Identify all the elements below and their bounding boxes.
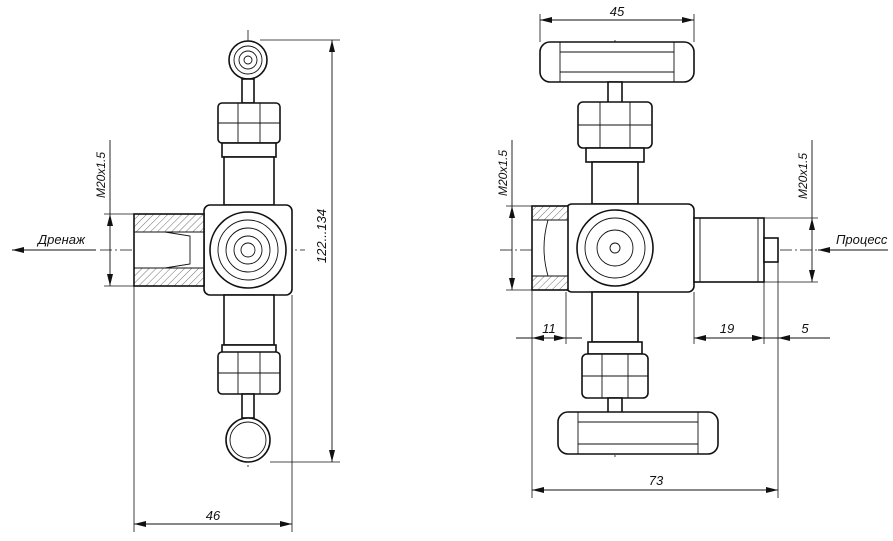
right-view: 45 M20x1.5 M20x1.5 Процесс 11 (496, 4, 888, 498)
bottom-t-handle (557, 411, 719, 455)
left-drain-port (133, 213, 205, 287)
top-neck (223, 156, 275, 206)
handle-width-dimension: 45 (610, 4, 625, 19)
right-thread-left-label: M20x1.5 (496, 150, 510, 196)
top-hex-nut (217, 102, 281, 144)
bottom-stem (241, 393, 255, 419)
drain-label: Дренаж (36, 232, 86, 247)
dim-5-label: 5 (801, 321, 809, 336)
bottom-hex-nut (217, 351, 281, 395)
right-bottom-neck (591, 291, 639, 343)
right-thread-right-label: M20x1.5 (796, 153, 810, 199)
left-valve-body (203, 204, 293, 296)
right-top-hex-nut (577, 101, 653, 149)
left-width-dimension: 46 (206, 508, 221, 523)
top-collar (221, 142, 277, 158)
dim-19-label: 19 (720, 321, 734, 336)
right-bottom-hex-nut (581, 353, 649, 399)
left-height-dimension: 122...134 (314, 209, 329, 263)
right-bottom-collar (587, 341, 643, 355)
top-spindle (607, 81, 623, 105)
left-view: 122...134 M20x1.5 Дренаж 46 (12, 30, 340, 532)
right-top-collar (585, 147, 645, 163)
right-left-port (531, 205, 569, 291)
right-valve-body (565, 203, 695, 293)
process-label: Процесс (836, 232, 888, 247)
right-top-neck (591, 161, 639, 205)
left-thread-label: M20x1.5 (94, 152, 108, 198)
dim-11-label: 11 (542, 321, 556, 336)
top-t-handle (539, 41, 695, 83)
bottom-neck (223, 294, 275, 346)
top-stem (241, 78, 255, 104)
bottom-handle-end (225, 417, 271, 463)
total-width-dimension: 73 (649, 473, 664, 488)
top-gauge-eye (228, 40, 268, 80)
right-process-port (693, 217, 779, 283)
